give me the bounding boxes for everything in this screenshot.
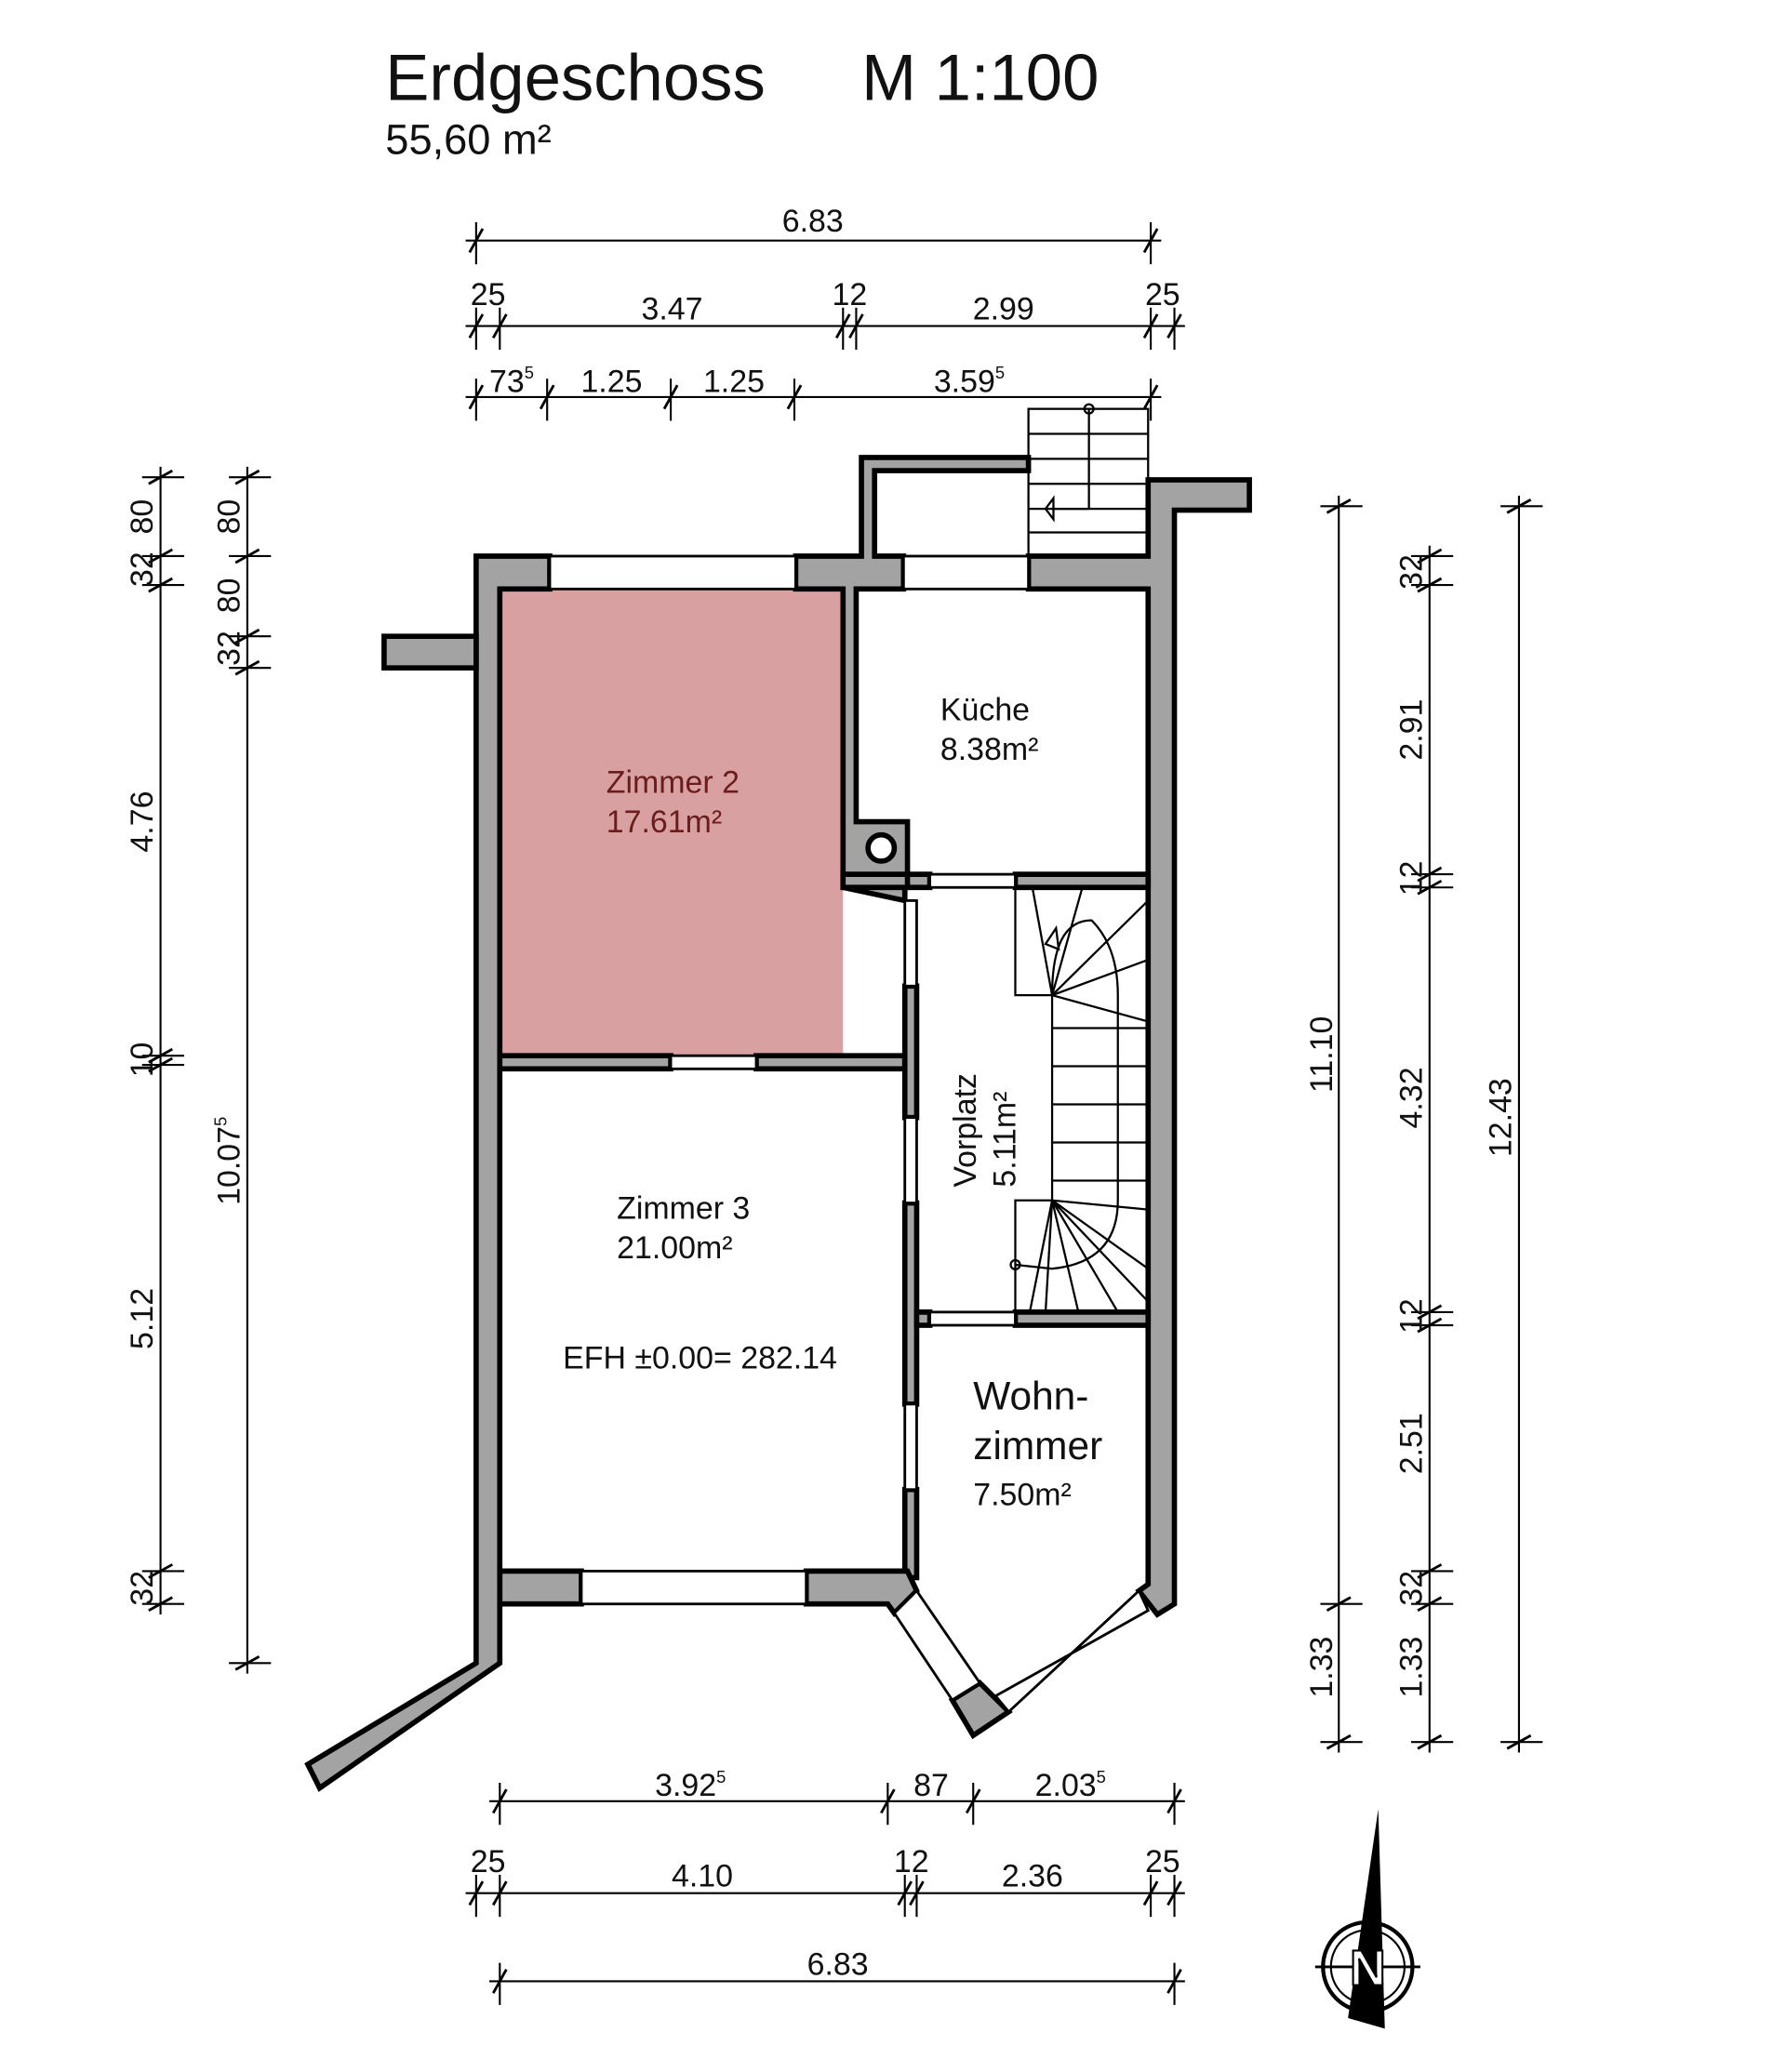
stair-tread (1051, 1199, 1149, 1270)
dimension-labels: 6.83 25 3.47 12 2.99 25 735 1.25 1.25 3.… (125, 204, 1518, 1983)
room-name-2: zimmer (973, 1424, 1102, 1468)
dim-label: 5.12 (125, 1288, 160, 1349)
dim-label: 2.36 (1002, 1859, 1063, 1894)
dim-label: 25 (1145, 277, 1180, 312)
stair-tread (1051, 958, 1149, 997)
north-arrow-icon: N (1314, 1809, 1420, 2029)
room-vorplatz: Vorplatz 5.11m² (948, 1073, 1022, 1188)
dim-label: 1.33 (1304, 1637, 1340, 1698)
dim-label: 32 (125, 551, 160, 587)
room-area: 17.61m² (606, 804, 722, 840)
room-kueche: Küche 8.38m² (940, 693, 1039, 767)
dim-top-total: 6.83 (782, 204, 844, 239)
dim-label: 2.99 (973, 292, 1034, 327)
dim-label: 32 (1393, 1571, 1429, 1606)
dim-label: 735 (489, 363, 534, 399)
dim-label: 32 (125, 1571, 160, 1606)
dim-label: 1.33 (1393, 1637, 1429, 1698)
room-name: Zimmer 2 (606, 764, 740, 800)
plan-scale: M 1:100 (861, 40, 1099, 113)
plan-area: 55,60 m² (385, 115, 551, 163)
room-name: Küche (940, 693, 1030, 728)
north-label: N (1350, 1941, 1386, 1997)
dim-label: 10.075 (210, 1117, 247, 1205)
dimension-lines (141, 221, 1543, 2005)
stair-tread (1051, 899, 1150, 996)
dim-label: 25 (471, 277, 506, 312)
room-name: Vorplatz (948, 1073, 983, 1188)
chimney-icon (865, 831, 898, 864)
stair-tread (1051, 1200, 1119, 1313)
dim-label: 12 (1393, 1298, 1429, 1334)
stair-tread (1051, 1199, 1149, 1211)
stair-tread (1028, 1200, 1054, 1313)
dim-label: 32 (1393, 554, 1429, 590)
dim-label: 1.25 (580, 364, 642, 399)
dim-label: 12 (1393, 860, 1429, 896)
room-area: 7.50m² (973, 1478, 1072, 1513)
dim-bottom-total: 6.83 (807, 1946, 869, 1982)
stair-tread (1050, 886, 1084, 996)
room-zimmer2: Zimmer 2 17.61m² (606, 764, 740, 839)
room-area: 21.00m² (617, 1230, 732, 1266)
dim-label: 25 (471, 1844, 506, 1879)
dim-label: 3.595 (934, 363, 1005, 399)
room-area: 5.11m² (987, 1092, 1022, 1188)
dim-label: 12 (832, 277, 867, 312)
dim-label: 11.10 (1304, 1016, 1340, 1093)
plan-title: Erdgeschoss (385, 40, 766, 113)
dim-label: 2.035 (1035, 1767, 1106, 1803)
walls (304, 455, 1252, 1792)
zimmer2-fill (500, 589, 844, 1056)
stair-tread (1044, 1200, 1054, 1312)
dim-label: 4.10 (672, 1859, 733, 1894)
dim-label: 3.925 (655, 1767, 726, 1803)
dim-label: 80 (211, 578, 247, 614)
dim-label: 80 (125, 499, 160, 535)
dim-label: 3.47 (641, 292, 702, 327)
room-name-1: Wohn- (973, 1374, 1088, 1417)
dim-label: 2.51 (1393, 1413, 1429, 1474)
stair-tread (1050, 1200, 1080, 1313)
room-wohnzimmer: Wohn- zimmer 7.50m² (973, 1374, 1102, 1512)
stair-tread (1051, 994, 1149, 1023)
dim-label: 1.25 (703, 364, 765, 399)
dim-label: 25 (1145, 1844, 1180, 1879)
room-name: Zimmer 3 (617, 1191, 750, 1227)
dim-label: 87 (913, 1768, 949, 1803)
room-zimmer3: Zimmer 3 21.00m² EFH ±0.00= 282.14 (563, 1191, 837, 1376)
dim-label: 80 (211, 499, 247, 535)
dim-label: 10 (125, 1043, 160, 1078)
dim-label: 4.32 (1393, 1067, 1429, 1128)
dim-label: 4.76 (125, 791, 160, 853)
dim-label: 12.43 (1483, 1078, 1518, 1157)
dim-label: 32 (211, 631, 247, 666)
exterior-stairs (1027, 403, 1150, 558)
floor-level: EFH ±0.00= 282.14 (563, 1341, 837, 1376)
interior-stairs (1009, 886, 1150, 1313)
stair-tread (1051, 1199, 1150, 1303)
dim-label: 12 (894, 1844, 929, 1879)
room-area: 8.38m² (940, 732, 1039, 767)
stair-tread (1031, 887, 1054, 996)
dim-label: 2.91 (1393, 699, 1429, 761)
